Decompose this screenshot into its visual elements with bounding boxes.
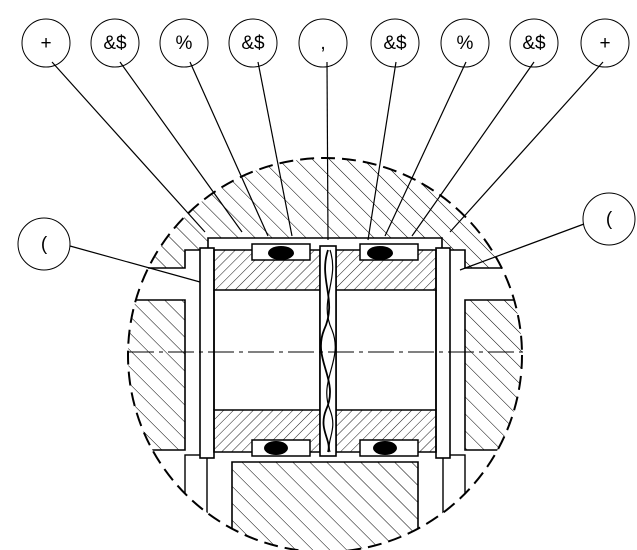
balloon-3-label: % xyxy=(176,33,193,54)
detail-boundary xyxy=(127,157,523,550)
balloon-8-label: &$ xyxy=(522,33,546,54)
bottom-seal-grooves xyxy=(251,439,419,457)
left-bushing xyxy=(213,249,321,453)
balloon-row: + &$ % &$ , &$ % &$ xyxy=(21,18,630,68)
balloon-6-label: &$ xyxy=(383,33,407,54)
balloon-9-label: + xyxy=(599,33,610,54)
balloon-1: + xyxy=(21,18,71,68)
right-bushing xyxy=(335,249,437,453)
o-ring-bottom-left xyxy=(264,441,288,455)
balloon-4-label: &$ xyxy=(241,33,265,54)
balloon-right: ( xyxy=(582,192,636,246)
balloon-left: ( xyxy=(17,217,71,271)
balloon-7-label: % xyxy=(457,33,474,54)
balloon-right-label: ( xyxy=(606,209,613,230)
wave-spring xyxy=(319,245,337,457)
balloon-2-label: &$ xyxy=(103,33,127,54)
balloon-5-label: , xyxy=(320,33,325,54)
o-ring-top-right xyxy=(367,246,393,260)
balloon-9: + xyxy=(580,18,630,68)
top-seal-grooves xyxy=(251,243,419,261)
balloon-left-label: ( xyxy=(41,234,48,255)
balloon-8: &$ xyxy=(509,18,559,68)
balloon-2: &$ xyxy=(90,18,140,68)
o-ring-bottom-right xyxy=(373,441,397,455)
o-ring-top-left xyxy=(268,246,294,260)
right-housing-wall xyxy=(464,299,522,451)
balloon-3: % xyxy=(159,18,209,68)
left-flange xyxy=(199,247,215,459)
left-housing-wall xyxy=(128,299,186,451)
balloon-6: &$ xyxy=(370,18,420,68)
lower-housing xyxy=(231,461,419,550)
balloon-7: % xyxy=(440,18,490,68)
leader-lines xyxy=(51,61,604,283)
balloon-5: , xyxy=(298,18,348,68)
right-flange xyxy=(435,247,451,459)
balloon-1-label: + xyxy=(40,33,51,54)
balloon-4: &$ xyxy=(228,18,278,68)
